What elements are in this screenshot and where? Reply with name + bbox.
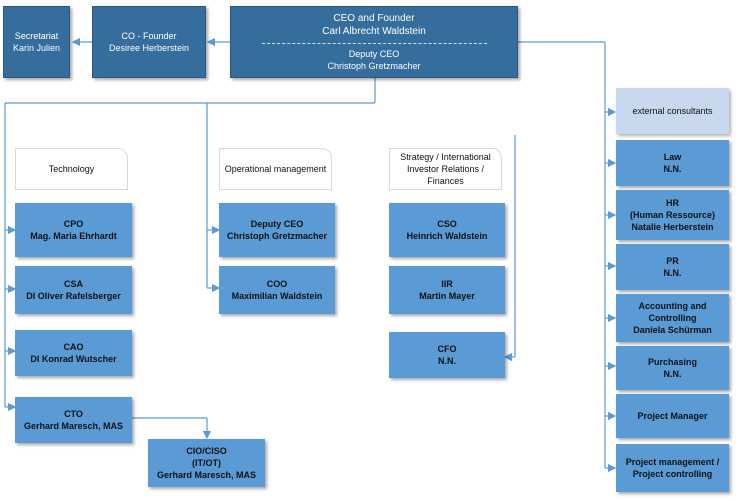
project-controlling-line1: Project management / [625, 457, 720, 467]
cto-name: Gerhard Maresch, MAS [23, 421, 124, 431]
csa-name: DI Oliver Rafelsberger [26, 291, 121, 301]
law-line2: N.N. [663, 164, 682, 174]
pr-box: PR N.N. [616, 244, 729, 290]
external-header-label: external consultants [632, 106, 713, 116]
coo-title: COO [266, 279, 288, 289]
cso-title: CSO [437, 219, 457, 229]
cofounder-name: Desiree Herberstein [108, 43, 190, 53]
ceo-name: Carl Albrecht Waldstein [322, 26, 426, 37]
secretariat-name: Karin Julien [12, 43, 61, 53]
accounting-line2: Controlling [648, 313, 697, 323]
accounting-line3: Daniela Schürman [633, 325, 712, 335]
ceo-box: CEO and Founder Carl Albrecht Waldstein … [230, 6, 518, 78]
cao-box: CAO DI Konrad Wutscher [15, 330, 132, 376]
cpo-name: Mag. Maria Ehrhardt [30, 231, 117, 241]
ceo-title: CEO and Founder [333, 13, 415, 24]
hr-line1: HR [666, 198, 679, 208]
project-controlling-line2: Project controlling [632, 469, 713, 479]
deputy-ceo-role-name: Christoph Gretzmacher [226, 231, 328, 241]
strategy-header-line1: Strategy / International [400, 152, 491, 162]
hr-line3: Natalie Herberstein [631, 222, 714, 232]
hr-box: HR (Human Ressource) Natalie Herberstein [616, 190, 729, 240]
project-controlling-box: Project management / Project controlling [616, 444, 729, 492]
cso-box: CSO Heinrich Waldstein [389, 203, 505, 257]
deputy-ceo-name: Christoph Gretzmacher [327, 61, 421, 71]
project-manager-line1: Project Manager [637, 411, 708, 421]
cpo-title: CPO [63, 219, 84, 229]
cio-title: CIO/CISO [186, 446, 227, 456]
strategy-header-line3: Finances [427, 176, 464, 186]
cio-name: Gerhard Maresch, MAS [156, 470, 257, 480]
law-line1: Law [663, 152, 682, 162]
strategy-header: Strategy / International Investor Relati… [389, 148, 502, 190]
cio-subtitle: (IT/OT) [192, 458, 221, 468]
project-manager-box: Project Manager [616, 394, 729, 438]
iir-title: IIR [441, 279, 453, 289]
cso-name: Heinrich Waldstein [406, 231, 488, 241]
csa-title: CSA [63, 279, 83, 289]
deputy-ceo-role-title: Deputy CEO [250, 219, 304, 229]
technology-header-label: Technology [48, 164, 95, 174]
external-consultants-header: external consultants [616, 88, 729, 134]
purchasing-box: Purchasing N.N. [616, 346, 729, 390]
law-box: Law N.N. [616, 140, 729, 186]
coo-name: Maximilian Waldstein [231, 291, 323, 301]
technology-header: Technology [15, 148, 128, 190]
iir-name: Martin Mayer [419, 291, 475, 301]
cto-box: CTO Gerhard Maresch, MAS [15, 397, 132, 443]
pr-line1: PR [666, 256, 679, 266]
operations-header: Operational management [219, 148, 332, 190]
hr-line2: (Human Ressource) [629, 210, 716, 220]
purchasing-line1: Purchasing [647, 357, 697, 367]
operations-header-label: Operational management [224, 164, 327, 174]
cio-ciso-box: CIO/CISO (IT/OT) Gerhard Maresch, MAS [148, 439, 265, 487]
cfo-title: CFO [437, 344, 457, 354]
cfo-name: N.N. [438, 356, 456, 366]
ceo-separator [261, 43, 487, 44]
csa-box: CSA DI Oliver Rafelsberger [15, 266, 132, 314]
cao-title: CAO [63, 342, 84, 352]
accounting-line1: Accounting and [638, 301, 707, 311]
pr-line2: N.N. [663, 268, 682, 278]
cfo-box: CFO N.N. [389, 332, 505, 378]
cofounder-title: CO - Founder [121, 31, 177, 41]
coo-box: COO Maximilian Waldstein [219, 266, 335, 314]
accounting-box: Accounting and Controlling Daniela Schür… [616, 294, 729, 342]
deputy-ceo-title: Deputy CEO [348, 49, 400, 59]
cofounder-box: CO - Founder Desiree Herberstein [92, 6, 206, 78]
iir-box: IIR Martin Mayer [389, 266, 505, 314]
cpo-box: CPO Mag. Maria Ehrhardt [15, 203, 132, 257]
deputy-ceo-box: Deputy CEO Christoph Gretzmacher [219, 203, 335, 257]
strategy-header-line2: Investor Relations / [406, 164, 485, 174]
cao-name: DI Konrad Wutscher [30, 354, 117, 364]
cto-title: CTO [64, 409, 83, 419]
secretariat-title: Secretariat [14, 31, 59, 41]
purchasing-line2: N.N. [663, 369, 682, 379]
secretariat-box: Secretariat Karin Julien [3, 6, 70, 78]
